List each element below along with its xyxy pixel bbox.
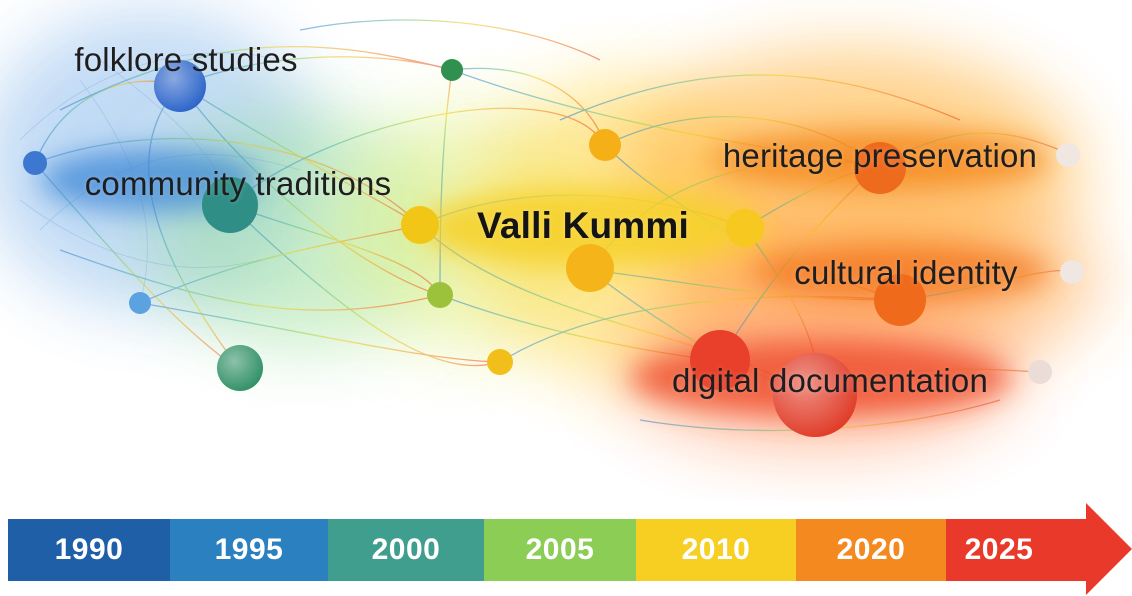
keyword-digital-documentation: digital documentation — [671, 362, 989, 399]
node-red-left — [690, 330, 750, 390]
keyword-network — [0, 10, 1100, 450]
node-cultural-identity — [874, 274, 926, 326]
timeline-segment-2000: 2000 — [328, 519, 484, 581]
keyword-cultural-identity: cultural identity — [794, 254, 1018, 291]
node-valli-kummi — [566, 244, 614, 292]
network-nodes — [23, 59, 1084, 437]
keyword-community-traditions: community traditions — [84, 165, 392, 202]
node-blue-light — [129, 292, 151, 314]
node-blue-small — [23, 151, 47, 175]
node-faint-3 — [1028, 360, 1052, 384]
timeline-segment-1995: 1995 — [170, 519, 328, 581]
keyword-heritage-preservation: heritage preservation — [722, 137, 1038, 174]
keyword-folklore-studies: folklore studies — [74, 41, 298, 78]
timeline-segment-2010: 2010 — [636, 519, 796, 581]
node-orange-top — [589, 129, 621, 161]
node-community-traditions — [202, 177, 258, 233]
timeline-bar: 1990 1995 2000 2005 2010 2020 2025 — [8, 519, 1052, 581]
node-yellow-left — [401, 206, 439, 244]
timeline-segment-2020: 2020 — [796, 519, 946, 581]
node-green-top — [441, 59, 463, 81]
node-lime — [427, 282, 453, 308]
node-faint-2 — [1060, 260, 1084, 284]
node-heritage — [854, 142, 906, 194]
arrow-right-icon — [1046, 503, 1132, 595]
keyword-valli-kummi: Valli Kummi — [477, 205, 689, 246]
timeline-segment-1990: 1990 — [8, 519, 170, 581]
label-blobs — [40, 130, 1050, 416]
node-yellow-bottom — [487, 349, 513, 375]
node-faint-1 — [1056, 143, 1080, 167]
timeline: 1990 1995 2000 2005 2010 2020 2025 — [8, 503, 1132, 595]
timeline-segment-2005: 2005 — [484, 519, 636, 581]
node-yellow-right — [726, 209, 764, 247]
timeline-segment-2025: 2025 — [946, 519, 1052, 581]
